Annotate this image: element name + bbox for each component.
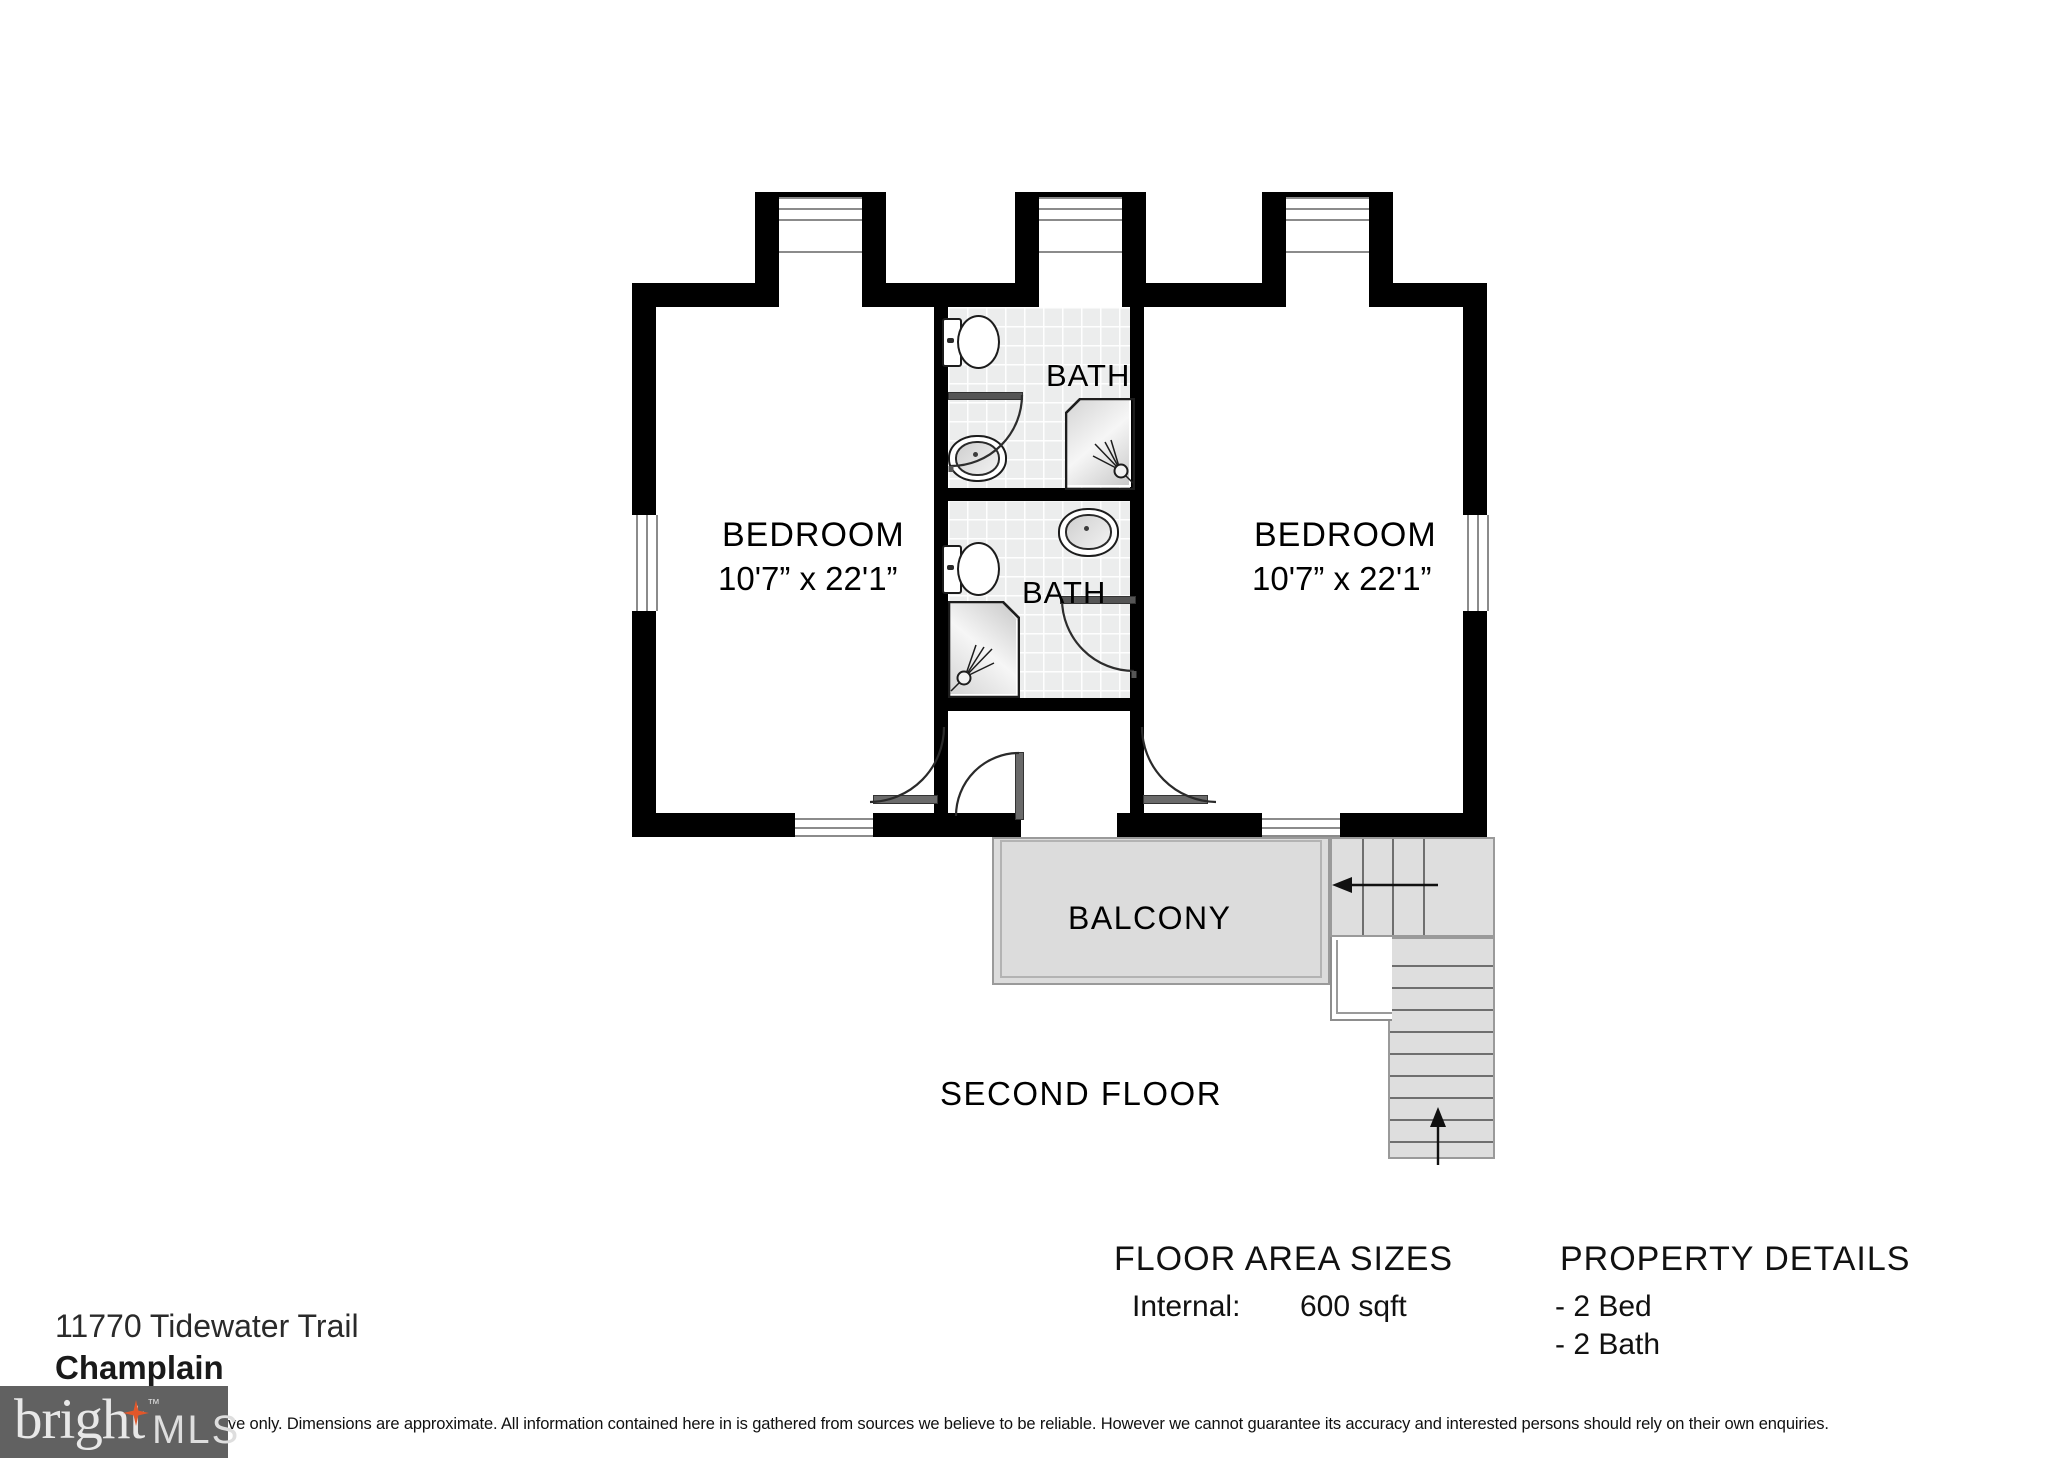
balcony-door-leaf	[1015, 752, 1024, 820]
stair-tread-3	[1390, 1009, 1493, 1011]
address-block: 11770 Tidewater Trail Champlain	[55, 1308, 359, 1387]
bedroom-right-name: BEDROOM	[1254, 516, 1437, 554]
balcony-door-arc	[954, 751, 1020, 817]
dormer-sill-1	[779, 251, 862, 253]
logo-bright-wordmark: bright	[14, 1388, 145, 1451]
dormer-window-3	[1286, 197, 1369, 221]
dormer-sill-3	[1286, 251, 1369, 253]
exterior-wall-top-seg-2	[862, 283, 1039, 307]
logo-starburst-icon	[123, 1400, 149, 1426]
sink-basin-inner-upper	[955, 441, 1000, 476]
toilet-bowl-upper	[957, 315, 1000, 369]
floor-area-label-internal: Internal:	[1132, 1290, 1241, 1323]
bedroom-left-dimensions: 10'7” x 22'1”	[718, 560, 898, 597]
shower-head-lower-icon	[948, 601, 1020, 698]
property-detail-bed: - 2 Bed	[1555, 1290, 1652, 1323]
exterior-wall-bottom-seg-1	[632, 813, 795, 837]
logo-mls-wordmark: MLS	[152, 1408, 240, 1453]
balcony-label: BALCONY	[1068, 900, 1232, 936]
exterior-wall-bottom-seg-4	[1340, 813, 1487, 837]
bright-mls-logo: bright ™ MLS	[0, 1386, 238, 1458]
property-details-heading: PROPERTY DETAILS	[1560, 1240, 1911, 1278]
dormer-right-wall-2	[1122, 192, 1146, 287]
bedroom-left-name: BEDROOM	[722, 516, 905, 554]
info-block: FLOOR AREA SIZES Internal: 600 sqft PROP…	[1100, 1240, 2000, 1370]
floor-area-heading: FLOOR AREA SIZES	[1114, 1240, 1454, 1278]
bedroom-left-door-arc	[869, 726, 946, 804]
exterior-wall-top-seg-1	[632, 283, 779, 307]
address-line-2: Champlain	[55, 1349, 224, 1386]
balcony-area	[992, 837, 1330, 985]
bedroom-right-door-arc	[1140, 726, 1217, 804]
exterior-wall-left-lower	[632, 611, 656, 837]
bath-divider-wall	[934, 488, 1144, 501]
dormer-sill-2	[1039, 251, 1122, 253]
floor-area-value-internal: 600 sqft	[1300, 1290, 1407, 1323]
dormer-left-wall-1	[755, 192, 779, 287]
stair-tread-1	[1390, 965, 1493, 967]
stair-tread-7	[1390, 1097, 1493, 1099]
stair-tread-5	[1390, 1053, 1493, 1055]
sink-basin-inner-lower	[1065, 514, 1112, 550]
exterior-wall-right-lower	[1463, 611, 1487, 837]
bath-wall-bottom	[934, 698, 1144, 711]
stair-tread-4	[1390, 1031, 1493, 1033]
dormer-window-1	[779, 197, 862, 221]
stair-tread-9	[1390, 1141, 1493, 1143]
dormer-right-wall-1	[862, 192, 886, 287]
stair-tread-2	[1390, 987, 1493, 989]
window-right	[1467, 515, 1489, 611]
bath-lower-door-arc	[1060, 598, 1137, 678]
bedroom-right-door-leaf	[1143, 795, 1208, 804]
bath-lower-door-leaf	[1060, 596, 1136, 604]
stair-landing-tread-3	[1423, 839, 1425, 935]
exterior-wall-top-seg-3	[1122, 283, 1286, 307]
exterior-wall-left-upper	[632, 283, 656, 515]
toilet-flush-upper	[947, 338, 954, 343]
stair-tread-6	[1390, 1075, 1493, 1077]
window-left	[636, 515, 658, 611]
property-detail-bath: - 2 Bath	[1555, 1328, 1661, 1361]
window-bottom-left	[795, 818, 873, 837]
bedroom-right-dimensions: 10'7” x 22'1”	[1252, 560, 1432, 597]
stair-landing-tread-1	[1362, 839, 1364, 935]
bath-lower-name: BATH	[1022, 575, 1107, 610]
bath-upper-door-arc	[948, 394, 1024, 472]
dormer-right-wall-3	[1369, 192, 1393, 287]
bath-upper-name: BATH	[1046, 358, 1131, 393]
window-bottom-right	[1262, 818, 1340, 837]
sink-tap-lower	[1084, 526, 1089, 531]
exterior-wall-right-upper	[1463, 283, 1487, 515]
balcony-inner-edge	[1000, 840, 1322, 978]
dormer-window-2	[1039, 197, 1122, 221]
stairwell-opening	[1330, 937, 1392, 1021]
logo-bright-text: bright	[14, 1388, 145, 1451]
stairwell-opening-edge	[1336, 940, 1392, 1014]
dormer-left-wall-3	[1262, 192, 1286, 287]
toilet-flush-lower	[947, 565, 954, 570]
logo-mls-text: MLS	[152, 1408, 241, 1452]
stair-landing-tread-2	[1392, 839, 1394, 935]
hall-wall-right-stub	[1130, 698, 1144, 818]
toilet-bowl-lower	[957, 542, 1000, 596]
bedroom-left-door-leaf	[873, 795, 938, 804]
dormer-left-wall-2	[1015, 192, 1039, 287]
logo-tm-mark: ™	[147, 1396, 160, 1411]
stair-landing-arrow-icon	[1332, 877, 1438, 893]
stair-up-arrow-icon	[1430, 1107, 1446, 1165]
shower-head-upper-icon	[1065, 398, 1135, 490]
disclaimer-text: ve only. Dimensions are approximate. All…	[228, 1415, 1829, 1433]
address-line-1: 11770 Tidewater Trail	[55, 1308, 359, 1344]
floor-title: SECOND FLOOR	[940, 1075, 1223, 1112]
stair-landing	[1330, 837, 1495, 937]
bath-wall-left	[934, 307, 948, 698]
sink-tap-upper	[973, 452, 978, 457]
